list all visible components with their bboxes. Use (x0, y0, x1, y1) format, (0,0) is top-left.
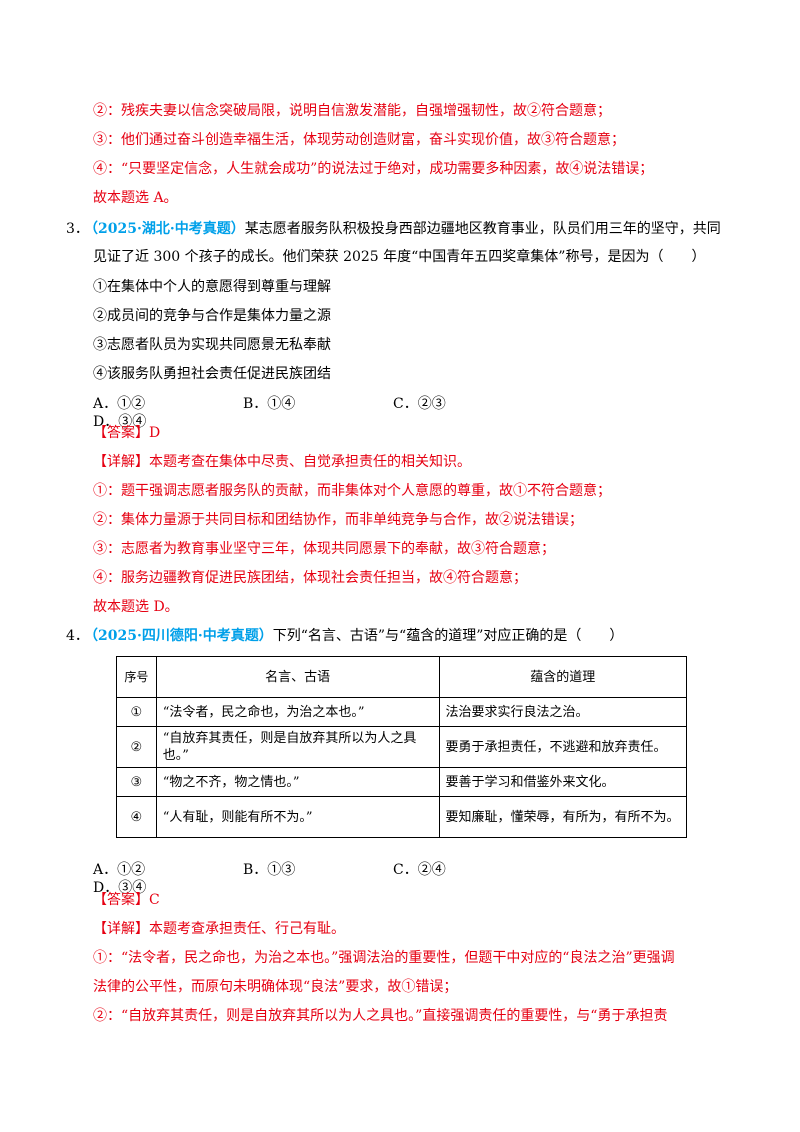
quote-table: 序号 名言、古语 蕴含的道理 ① “法令者，民之命也，为治之本也。” 法治要求实… (116, 656, 688, 838)
table-row: ③ “物之不齐，物之情也。” 要善于学习和借鉴外来文化。 (116, 767, 688, 797)
answer-line: 【答案】D (93, 425, 161, 441)
table-cell: 要知廉耻，懂荣辱，有所为，有所不为。 (438, 796, 688, 838)
explain-line: ①：“法令者，民之命也，为治之本也。”强调法治的重要性，但题干中对应的“良法之治… (93, 950, 675, 966)
explain-line: ③：志愿者为教育事业坚守三年，体现共同愿景下的奉献，故③符合题意； (93, 541, 555, 557)
table-cell: 要善于学习和借鉴外来文化。 (438, 767, 688, 797)
explain-line: ①：题干强调志愿者服务队的贡献，而非集体对个人意愿的尊重，故①不符合题意； (93, 483, 611, 499)
option-a: A．①② (93, 862, 146, 878)
header-cell: 名言、古语 (155, 656, 440, 698)
source-tag: （2025·湖北·中考真题） (84, 221, 245, 237)
option-a: A．①② (93, 396, 146, 412)
question-number: 3． (66, 221, 89, 237)
explain-line: ②：集体力量源于共同目标和团结协作，而非单纯竞争与合作，故②说法错误； (93, 512, 583, 528)
table-cell: “物之不齐，物之情也。” (155, 767, 440, 797)
table-cell: “人有耻，则能有所不为。” (155, 796, 440, 838)
explain-line: ③：他们通过奋斗创造幸福生活，体现劳动创造财富，奋斗实现价值，故③符合题意； (93, 132, 625, 148)
table-cell: 要勇于承担责任，不逃避和放弃责任。 (438, 726, 688, 768)
explain-line: ②：“自放弃其责任，则是自放弃其所以为人之具也。”直接强调责任的重要性，与“勇于… (93, 1008, 668, 1024)
question-stem-line-2: 见证了近 300 个孩子的成长。他们荣获 2025 年度“中国青年五四奖章集体”… (93, 249, 706, 265)
table-row: ② “自放弃其责任，则是自放弃其所以为人之具也。” 要勇于承担责任，不逃避和放弃… (116, 726, 688, 768)
table-row: ① “法令者，民之命也，为治之本也。” 法治要求实行良法之治。 (116, 697, 688, 727)
option-b: B．①③ (243, 862, 296, 878)
explain-line: 【详解】本题考查在集体中尽责、自觉承担责任的相关知识。 (93, 454, 471, 470)
table-cell: ② (116, 726, 157, 768)
table-cell: “自放弃其责任，则是自放弃其所以为人之具也。” (155, 726, 440, 768)
explain-line: ④：服务边疆教育促进民族团结，体现社会责任担当，故④符合题意； (93, 570, 527, 586)
table-cell: ① (116, 697, 157, 727)
choice-item: ②成员间的竞争与合作是集体力量之源 (93, 308, 331, 324)
question-stem: （2025·四川德阳·中考真题）下列“名言、古语”与“蕴含的道理”对应正确的是（… (84, 627, 623, 645)
source-tag: （2025·四川德阳·中考真题） (84, 628, 273, 644)
answer-options: A．①② B．①④ C．②③ D．③④ (93, 395, 613, 431)
explain-line: 法律的公平性，而原句未明确体现“良法”要求，故①错误； (93, 979, 458, 995)
header-cell: 序号 (116, 656, 157, 698)
answer-options: A．①② B．①③ C．②④ D．③④ (93, 861, 613, 897)
option-c: C．②③ (393, 396, 446, 412)
option-d: D．③④ (93, 414, 147, 430)
final-answer-line: 故本题选 A。 (93, 190, 178, 206)
table-cell: ④ (116, 796, 157, 838)
table-cell: 法治要求实行良法之治。 (438, 697, 688, 727)
explain-line: ④：“只要坚定信念，人生就会成功”的说法过于绝对，成功需要多种因素，故④说法错误… (93, 161, 654, 177)
answer-line: 【答案】C (93, 892, 160, 908)
option-c: C．②④ (393, 862, 446, 878)
table-row: ④ “人有耻，则能有所不为。” 要知廉耻，懂荣辱，有所为，有所不为。 (116, 796, 688, 838)
stem-text: 下列“名言、古语”与“蕴含的道理”对应正确的是（ ） (272, 628, 624, 644)
question-number: 4． (66, 628, 89, 644)
choice-item: ①在集体中个人的意愿得到尊重与理解 (93, 279, 331, 295)
option-b: B．①④ (243, 396, 296, 412)
table-cell: ③ (116, 767, 157, 797)
final-answer-line: 故本题选 D。 (93, 599, 179, 615)
header-cell: 蕴含的道理 (438, 656, 688, 698)
table-cell: “法令者，民之命也，为治之本也。” (155, 697, 440, 727)
explain-line: 【详解】本题考查承担责任、行己有耻。 (93, 921, 345, 937)
choice-item: ④该服务队勇担社会责任促进民族团结 (93, 366, 331, 382)
question-stem: （2025·湖北·中考真题）某志愿者服务队积极投身西部边疆地区教育事业，队员们用… (84, 220, 721, 238)
option-d: D．③④ (93, 880, 147, 896)
choice-item: ③志愿者队员为实现共同愿景无私奉献 (93, 337, 331, 353)
stem-text: 某志愿者服务队积极投身西部边疆地区教育事业，队员们用三年的坚守，共同 (244, 221, 721, 237)
explain-line: ②：残疾夫妻以信念突破局限，说明自信激发潜能，自强增强韧性，故②符合题意； (93, 103, 611, 119)
table-header-row: 序号 名言、古语 蕴含的道理 (116, 656, 688, 698)
